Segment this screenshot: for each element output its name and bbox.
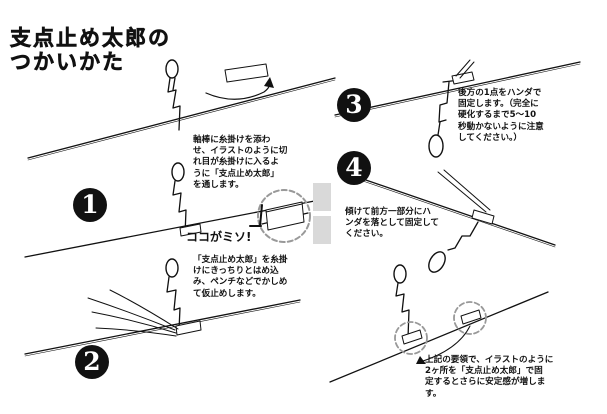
- step-3-line: してください。）: [458, 132, 522, 143]
- step-3-line: 後方の1点をハンダで: [458, 88, 542, 98]
- step-1-text: 軸棒に糸掛けを添わ せ、イラストのように切 れ目が糸掛けに入るよ うに「支点止め…: [193, 135, 287, 191]
- step-1-line: を通します。: [193, 179, 244, 190]
- step-2-line: けにきっちりとはめ込: [193, 266, 279, 277]
- step1-illustration: [24, 162, 331, 258]
- step3-illustration: [334, 59, 581, 158]
- step-3-number: 3: [337, 88, 371, 122]
- step-1-line: 軸棒に糸掛けを添わ: [193, 135, 271, 145]
- step-2-line: て仮止めします。: [193, 288, 261, 299]
- footer-note: 上記の要領で、イラストのように 2ヶ所を「支点止め太郎」で固 定するとさらに安定…: [425, 355, 553, 400]
- step-3-line: 固定します。（完全に: [458, 99, 539, 110]
- footer-note-line: す。: [425, 388, 442, 399]
- title-line-1: 支点止め太郎の: [10, 26, 171, 51]
- step-2-number: 2: [75, 345, 109, 379]
- title-line-2: つかいかた: [10, 50, 125, 75]
- step-4-line: 傾けて前方一部分にハ: [345, 207, 431, 217]
- step-1-number: 1: [73, 188, 107, 222]
- step0-illustration: [27, 59, 336, 161]
- step-4-text: 傾けて前方一部分にハ ンダを落として固定して ください。: [345, 207, 439, 241]
- step-3-line: 硬化するまで5～10: [458, 110, 537, 121]
- footer-note-line: 上記の要領で、イラストのように: [425, 355, 554, 365]
- step-3-text: 後方の1点をハンダで 固定します。（完全に 硬化するまで5～10 秒動かないよう…: [458, 88, 544, 144]
- step2-illustration: [24, 258, 301, 357]
- footer-note-line: 定するとさらに安定感が増しま: [425, 377, 546, 388]
- step4-illustration: [359, 169, 556, 273]
- step-4-line: ンダを落として固定して: [345, 218, 440, 229]
- step-1-line: せ、イラストのように切: [193, 146, 288, 157]
- step-2-line: 「支点止め太郎」を糸掛: [193, 255, 288, 265]
- step-4-number: 4: [337, 151, 371, 185]
- step-2-line: み、ペンチなどでかしめ: [193, 277, 288, 288]
- footer-note-line: 2ヶ所を「支点止め太郎」で固: [425, 366, 543, 377]
- step-3-line: 秒動かないように注意: [458, 121, 544, 132]
- step-2-text: 「支点止め太郎」を糸掛 けにきっちりとはめ込 み、ペンチなどでかしめ て仮止めし…: [193, 255, 288, 300]
- warning-label: ココがミソ!: [186, 230, 252, 244]
- step-1-line: うに「支点止め太郎」: [193, 168, 279, 179]
- step-1-line: れ目が糸掛けに入るよ: [193, 157, 279, 168]
- step-4-line: ください。: [345, 229, 388, 240]
- final-illustration: [329, 264, 549, 383]
